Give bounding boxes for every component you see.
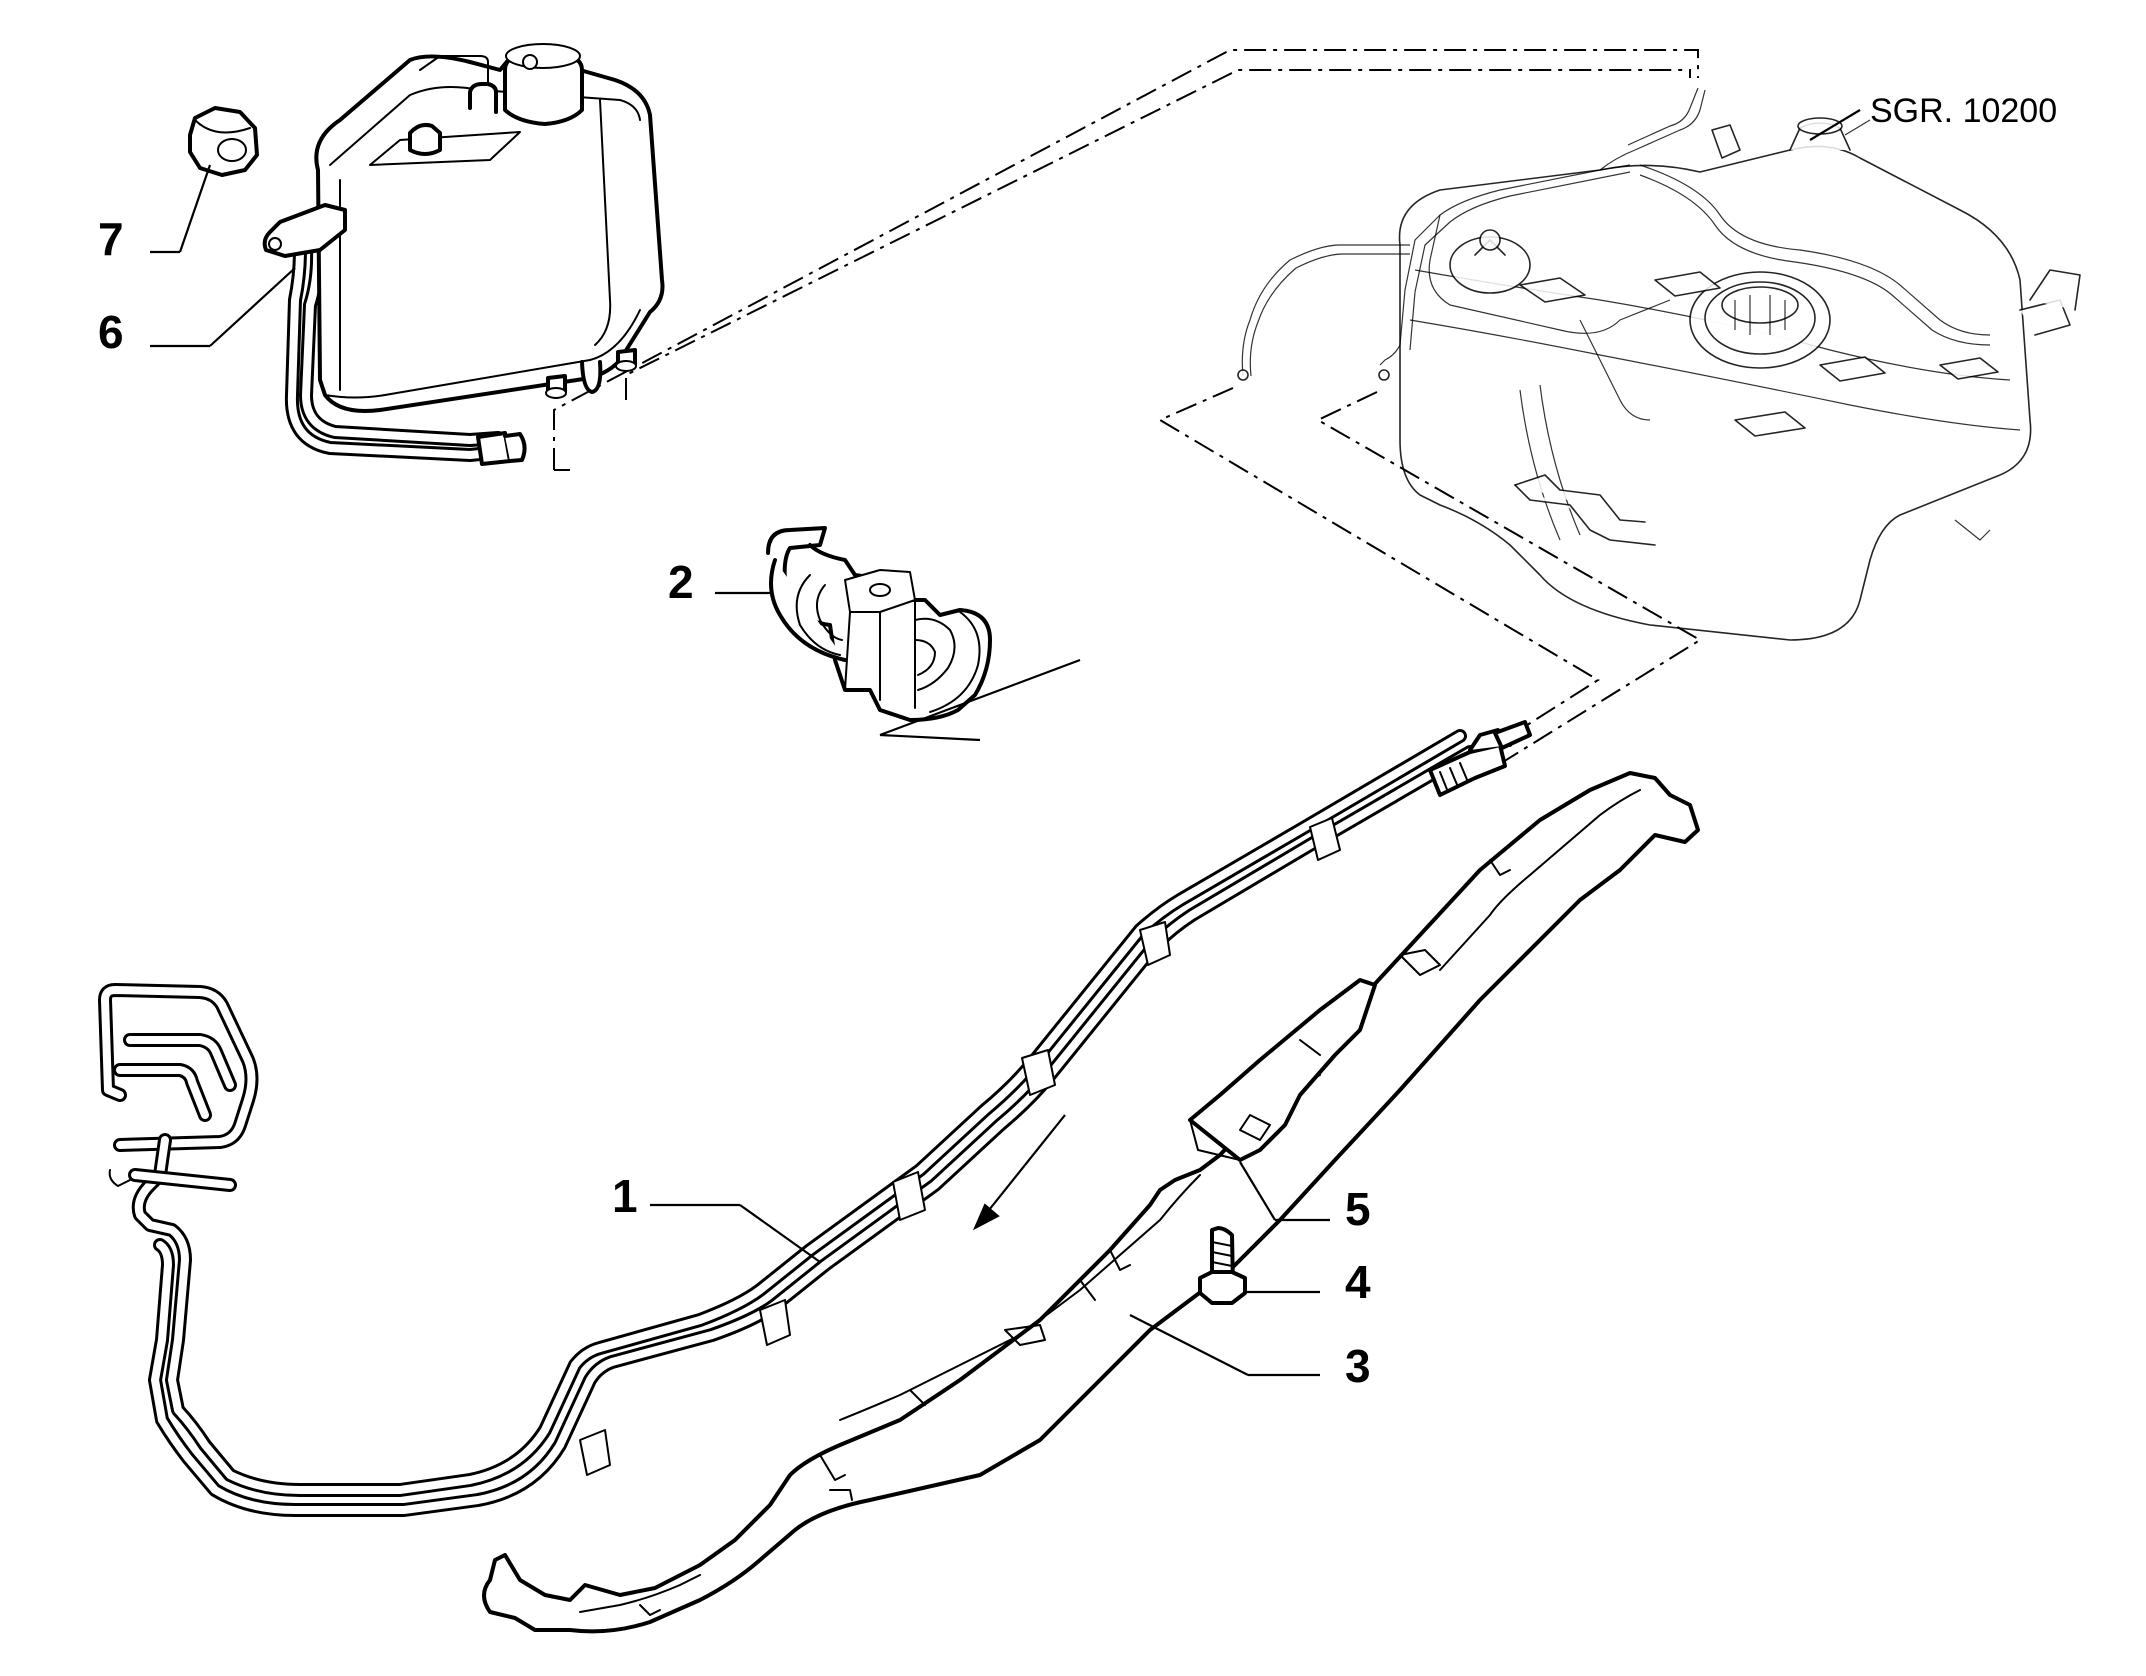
callout-4: 4 [1345, 1256, 1371, 1308]
callout-5: 5 [1345, 1183, 1371, 1235]
callout-3: 3 [1345, 1340, 1371, 1392]
fuel-pipe-assembly [98, 658, 1532, 1517]
callout-labels: 7 6 2 1 5 4 3 SGR. 10200 [98, 92, 2057, 1392]
callout-1: 1 [612, 1170, 638, 1222]
callout-7: 7 [98, 213, 124, 265]
pipe-guard-part [482, 771, 1700, 1634]
callout-6: 6 [98, 306, 124, 358]
clip-part [766, 526, 992, 722]
nut-part [188, 106, 259, 177]
shield-part [1188, 978, 1377, 1162]
reference-label: SGR. 10200 [1870, 92, 2057, 130]
connection-lines [553, 49, 1702, 771]
callout-leaders [150, 109, 1861, 1377]
fuel-tank-illustration [1237, 87, 2081, 641]
callout-2: 2 [668, 556, 694, 608]
canister-assembly [262, 43, 665, 466]
